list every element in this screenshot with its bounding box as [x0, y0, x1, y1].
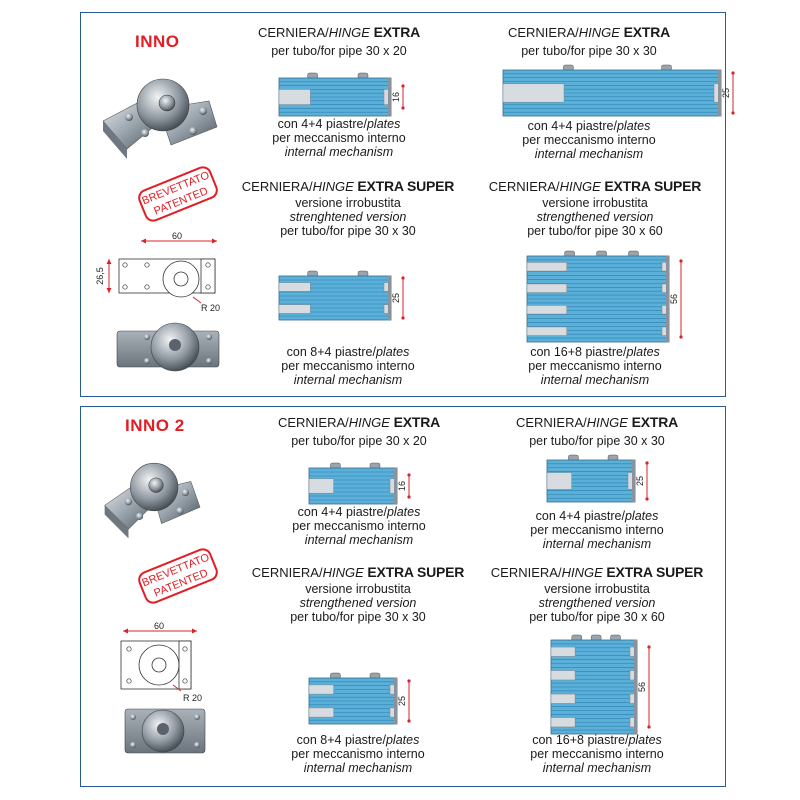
hinge-spec-3: CERNIERA/HINGE EXTRA SUPER versione irro…: [231, 179, 465, 238]
dimension-end: [647, 645, 651, 649]
hinge-end-cap: [632, 460, 635, 502]
plate-photo: [124, 708, 206, 754]
hinge-insert-left: [546, 472, 572, 490]
hinge-end-cap: [634, 640, 637, 734]
dimension-end: [645, 461, 649, 465]
product-title: INNO: [135, 32, 180, 51]
hinge-spec-2: CERNIERA/HINGE EXTRA per tubo/for pipe 3…: [489, 415, 705, 448]
dimension-end: [407, 719, 411, 723]
hinge-insert-left: [550, 646, 576, 657]
hinge-spec-3: CERNIERA/HINGE EXTRA SUPER versione irro…: [241, 565, 475, 624]
product-title: INNO 2: [125, 416, 185, 435]
dimension-label: 56: [637, 682, 647, 692]
drawing-width-label: 60: [172, 231, 182, 241]
hinge-heading: CERNIERA/HINGE EXTRA SUPER: [488, 178, 702, 194]
hinge-heading: CERNIERA/HINGE EXTRA: [515, 414, 679, 430]
hinge-diagram-3: 25: [307, 671, 425, 736]
hinge-insert-left: [526, 326, 568, 336]
hinge-insert-left: [526, 305, 568, 315]
hinge-heading: CERNIERA/HINGE EXTRA SUPER: [251, 564, 465, 580]
drawing-width-label: 60: [154, 621, 164, 631]
dimension-end: [401, 106, 405, 110]
plate-photo: [116, 322, 220, 372]
panel-inno-2: INNO 2 BREVETTATO PATENTED 60: [80, 406, 726, 787]
dimension-end: [731, 111, 735, 115]
hinge-caption-4: con 16+8 piastre/plates per meccanismo i…: [528, 345, 662, 387]
dimension-end: [407, 473, 411, 477]
dimension-end: [407, 495, 411, 499]
hinge-end-cap: [388, 276, 391, 320]
hinge-caption-1: con 4+4 piastre/plates per meccanismo in…: [292, 505, 426, 547]
dimension-label: 25: [635, 476, 645, 486]
hinge-diagram-2: 25: [545, 453, 663, 514]
hinge-end-cap: [718, 70, 721, 116]
hinge-insert-left: [278, 89, 311, 105]
hinge-caption-2: con 4+4 piastre/plates per meccanismo in…: [530, 509, 664, 551]
hinge-diagram-2: 25: [501, 63, 749, 128]
hinge-insert-left: [502, 83, 565, 103]
technical-drawing: 60 26,5 R 20: [95, 231, 220, 313]
dimension-end: [679, 335, 683, 339]
dimension-label: 25: [391, 293, 401, 303]
hinge-heading: CERNIERA/HINGE EXTRA: [257, 24, 421, 40]
hinge-spec-2: CERNIERA/HINGE EXTRA per tubo/for pipe 3…: [477, 25, 701, 58]
hinge-insert-left: [308, 707, 334, 718]
dimension-end: [401, 276, 405, 280]
dimension-end: [645, 497, 649, 501]
hinge-caption-1: con 4+4 piastre/plates per meccanismo in…: [272, 117, 406, 159]
hinge-heading: CERNIERA/HINGE EXTRA SUPER: [241, 178, 455, 194]
hinge-heading: CERNIERA/HINGE EXTRA: [277, 414, 441, 430]
dimension-end: [401, 316, 405, 320]
dimension-label: 16: [397, 481, 407, 491]
drawing-height-label: 26,5: [95, 267, 105, 285]
hinge-diagram-3: 25: [277, 269, 419, 332]
hinge-photo: [104, 462, 201, 539]
hinge-diagram-4: 56: [525, 249, 697, 354]
hinge-line-1: per tubo/for pipe 30 x 20: [271, 44, 407, 58]
panel-inno: INNO BREVETTATO PATENTED 60: [80, 12, 735, 397]
hinge-spec-4: CERNIERA/HINGE EXTRA SUPER versione irro…: [479, 565, 715, 624]
hinge-heading: CERNIERA/HINGE EXTRA: [507, 24, 671, 40]
hinge-insert-left: [308, 684, 334, 695]
hinge-insert-left: [550, 717, 576, 728]
hinge-caption-2: con 4+4 piastre/plates per meccanismo in…: [522, 119, 656, 161]
dimension-end: [407, 679, 411, 683]
patented-stamp: BREVETTATO PATENTED: [138, 548, 218, 604]
dimension-label: 25: [721, 88, 731, 98]
hinge-caption-4: con 16+8 piastre/plates per meccanismo i…: [530, 733, 664, 775]
hinge-insert-left: [550, 670, 576, 681]
technical-drawing: 60 R 20: [120, 621, 202, 703]
hinge-insert-left: [308, 478, 334, 494]
hinge-diagram-4: 56: [549, 633, 665, 746]
dimension-end: [401, 84, 405, 88]
hinge-insert-left: [278, 282, 311, 292]
hinge-diagram-1: 16: [307, 461, 425, 516]
dimension-label: 16: [391, 92, 401, 102]
hinge-spec-1: CERNIERA/HINGE EXTRA per tubo/for pipe 3…: [251, 415, 467, 448]
hinge-caption-3: con 8+4 piastre/plates per meccanismo in…: [281, 345, 415, 387]
hinge-line-1: per tubo/for pipe 30 x 30: [521, 44, 657, 58]
dimension-end: [647, 725, 651, 729]
drawing-radius-label: R 20: [183, 693, 202, 703]
patented-stamp: BREVETTATO PATENTED: [138, 166, 218, 222]
hinge-end-cap: [388, 78, 391, 116]
hinge-spec-4: CERNIERA/HINGE EXTRA SUPER versione irro…: [477, 179, 713, 238]
hinge-spec-1: CERNIERA/HINGE EXTRA per tubo/for pipe 3…: [231, 25, 447, 58]
hinge-heading: CERNIERA/HINGE EXTRA SUPER: [490, 564, 704, 580]
hinge-end-cap: [394, 678, 397, 724]
dimension-end: [731, 71, 735, 75]
drawing-radius-label: R 20: [201, 303, 220, 313]
hinge-insert-left: [526, 283, 568, 293]
dimension-end: [679, 259, 683, 263]
dimension-label: 25: [397, 696, 407, 706]
hinge-diagram-1: 16: [277, 71, 419, 128]
dimension-label: 56: [669, 294, 679, 304]
hinge-insert-left: [278, 304, 311, 314]
hinge-photo: [102, 78, 218, 159]
hinge-end-cap: [666, 256, 669, 342]
hinge-end-cap: [394, 468, 397, 504]
hinge-insert-left: [550, 693, 576, 704]
hinge-insert-left: [526, 262, 568, 272]
hinge-caption-3: con 8+4 piastre/plates per meccanismo in…: [291, 733, 425, 775]
